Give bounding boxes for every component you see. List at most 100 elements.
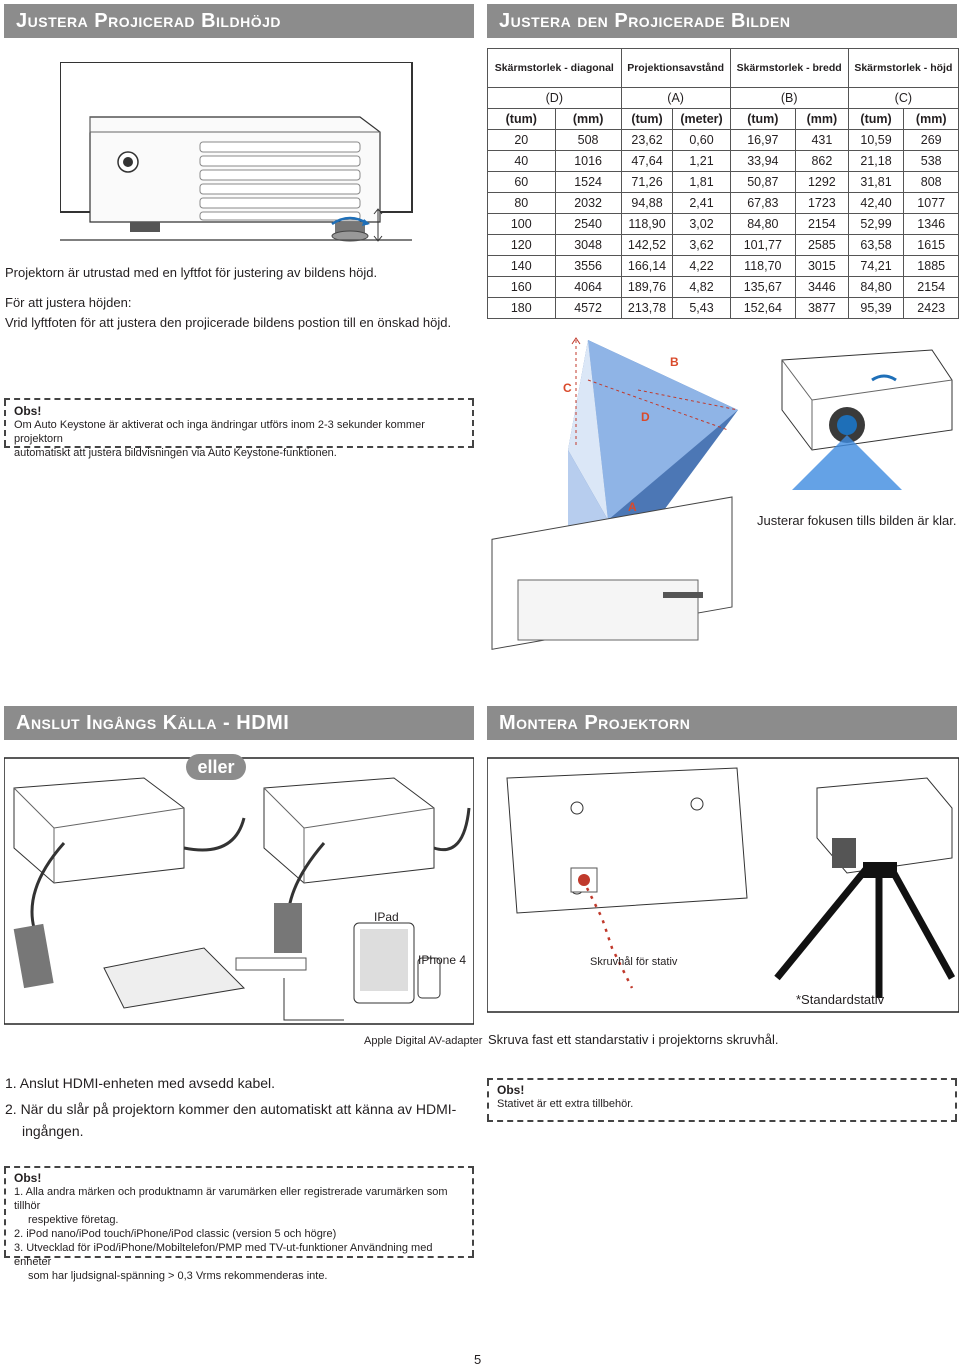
table-cell: 213,78	[620, 297, 674, 319]
table-cell: 118,90	[620, 213, 674, 235]
image-section-title: Justera den Projicerade Bilden	[487, 4, 957, 38]
iphone-label: IPhone 4	[418, 953, 467, 967]
table-cell: 862	[795, 150, 849, 172]
header-distance: Projektionsavstånd	[620, 48, 731, 88]
table-cell: 1077	[903, 192, 959, 214]
table-cell: 33,94	[729, 150, 797, 172]
table-cell: 4,22	[672, 255, 731, 277]
table-cell: 3877	[795, 297, 849, 319]
unit-header: (mm)	[795, 108, 849, 130]
standard-tripod-label: *Standardstativ	[796, 992, 885, 1007]
unit-header: (tum)	[487, 108, 556, 130]
note-line-2: automatiskt att justera bildvisningen vi…	[14, 447, 337, 459]
table-cell: 84,80	[729, 213, 797, 235]
table-cell: 140	[487, 255, 556, 277]
table-cell: 95,39	[847, 297, 905, 319]
header-diagonal: Skärmstorlek - diagonal	[487, 48, 622, 88]
table-cell: 189,76	[620, 276, 674, 298]
table-cell: 1524	[554, 171, 622, 193]
diagram-label-a: A	[628, 500, 637, 514]
note-line-1: 1. Alla andra märken och produktnamn är …	[14, 1186, 448, 1212]
table-cell: 1292	[795, 171, 849, 193]
ipad-label: IPad	[374, 910, 399, 924]
header-height: Skärmstorlek - höjd	[847, 48, 960, 88]
table-cell: 2585	[795, 234, 849, 256]
table-cell: 431	[795, 129, 849, 151]
table-cell: 142,52	[620, 234, 674, 256]
note-line-3: 3. Utvecklad för iPod/iPhone/Mobiltelefo…	[14, 1242, 433, 1268]
table-cell: 508	[554, 129, 622, 151]
height-section-title: Justera Projicerad Bildhöjd	[4, 4, 474, 38]
projector-lift-foot-illustration	[60, 62, 413, 242]
hdmi-connection-illustration	[4, 757, 474, 1025]
table-cell: 1016	[554, 150, 622, 172]
table-cell: 166,14	[620, 255, 674, 277]
table-cell: 94,88	[620, 192, 674, 214]
table-cell: 2154	[903, 276, 959, 298]
unit-header: (meter)	[672, 108, 731, 130]
mount-section-title: Montera Projektorn	[487, 706, 957, 740]
table-cell: 4,82	[672, 276, 731, 298]
table-cell: 2540	[554, 213, 622, 235]
unit-header: (tum)	[847, 108, 905, 130]
table-cell: 42,40	[847, 192, 905, 214]
table-cell: 101,77	[729, 234, 797, 256]
note-title: Obs!	[14, 1171, 42, 1185]
table-cell: 808	[903, 171, 959, 193]
table-cell: 74,21	[847, 255, 905, 277]
table-cell: 80	[487, 192, 556, 214]
unit-header: (tum)	[620, 108, 674, 130]
table-cell: 1,21	[672, 150, 731, 172]
table-cell: 47,64	[620, 150, 674, 172]
header-d: (D)	[487, 87, 622, 109]
table-cell: 100	[487, 213, 556, 235]
table-cell: 63,58	[847, 234, 905, 256]
screen-size-table: Skärmstorlek - diagonal Projektionsavstå…	[487, 48, 960, 319]
table-cell: 71,26	[620, 171, 674, 193]
note-line-2: 2. iPod nano/iPod touch/iPhone/iPod clas…	[14, 1228, 337, 1240]
table-cell: 160	[487, 276, 556, 298]
table-cell: 538	[903, 150, 959, 172]
table-cell: 67,83	[729, 192, 797, 214]
table-cell: 269	[903, 129, 959, 151]
projection-distance-diagram	[491, 337, 739, 650]
table-cell: 3446	[795, 276, 849, 298]
unit-header: (mm)	[554, 108, 622, 130]
table-cell: 3,62	[672, 234, 731, 256]
table-cell: 3015	[795, 255, 849, 277]
header-a: (A)	[620, 87, 731, 109]
table-cell: 120	[487, 234, 556, 256]
table-cell: 0,60	[672, 129, 731, 151]
header-width: Skärmstorlek - bredd	[729, 48, 849, 88]
table-cell: 60	[487, 171, 556, 193]
table-cell: 152,64	[729, 297, 797, 319]
table-cell: 3556	[554, 255, 622, 277]
table-cell: 4064	[554, 276, 622, 298]
units-row: (tum)(mm)(tum)(meter)(tum)(mm)(tum)(mm)	[487, 108, 959, 130]
note-line-1: Om Auto Keystone är aktiverat och inga ä…	[14, 419, 425, 445]
unit-header: (tum)	[729, 108, 797, 130]
note-title: Obs!	[497, 1083, 525, 1097]
height-intro: Projektorn är utrustad med en lyftfot fö…	[5, 265, 378, 280]
table-cell: 1723	[795, 192, 849, 214]
table-cell: 10,59	[847, 129, 905, 151]
tripod-note: Obs! Stativet är ett extra tillbehör.	[487, 1078, 957, 1122]
keystone-note: Obs! Om Auto Keystone är aktiverat och i…	[4, 398, 474, 459]
table-cell: 5,43	[672, 297, 731, 319]
hdmi-step-1: 1. Anslut HDMI-enheten med avsedd kabel.	[5, 1075, 276, 1091]
table-cell: 4572	[554, 297, 622, 319]
mount-caption: Skruva fast ett standarstativ i projekto…	[488, 1032, 779, 1047]
table-cell: 16,97	[729, 129, 797, 151]
table-cell: 52,99	[847, 213, 905, 235]
diagram-label-b: B	[670, 355, 679, 369]
table-cell: 2154	[795, 213, 849, 235]
note-title: Obs!	[14, 404, 42, 418]
